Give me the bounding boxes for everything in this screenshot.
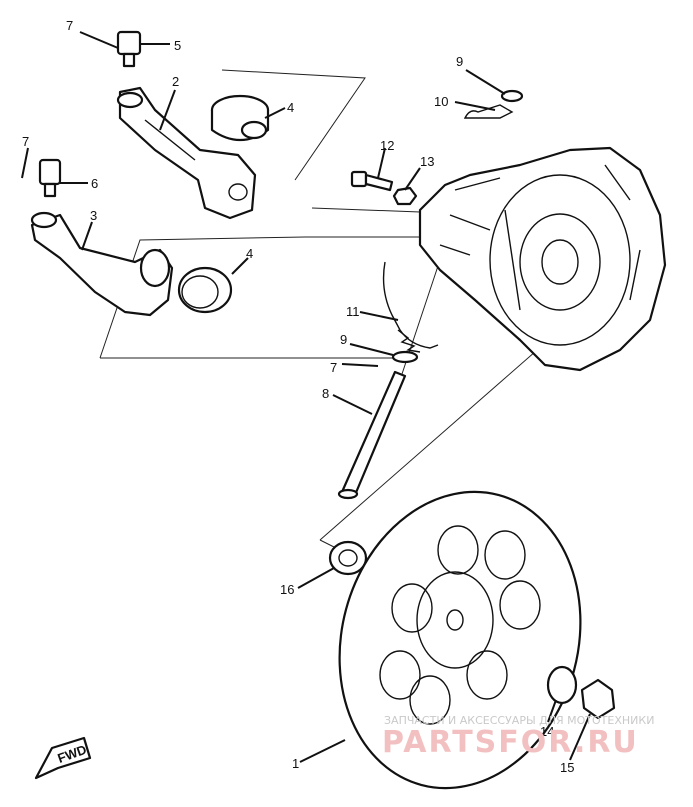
- callout-3: 3: [90, 208, 97, 223]
- callout-12: 12: [380, 138, 394, 153]
- callout-5: 5: [174, 38, 181, 53]
- washer-9-top: [500, 89, 524, 103]
- callout-2: 2: [172, 74, 179, 89]
- callout-4-lower: 4: [246, 246, 253, 261]
- callout-14: 14: [540, 724, 554, 739]
- leader-lines: [21, 31, 591, 763]
- callout-7-top: 7: [66, 18, 73, 33]
- damper-lower: [177, 266, 233, 314]
- callout-15: 15: [560, 760, 574, 775]
- washer-9-mid: [391, 350, 419, 364]
- pivot-pin-lower: [38, 158, 62, 198]
- callout-10: 10: [434, 94, 448, 109]
- callout-7-mid: 7: [330, 360, 337, 375]
- callout-6: 6: [91, 176, 98, 191]
- watermark-subtitle: ЗАПЧАСТИ И АКСЕССУАРЫ ДЛЯ МОТОТЕХНИКИ: [384, 714, 654, 727]
- callout-4-upper: 4: [287, 100, 294, 115]
- spring-10: [463, 104, 514, 119]
- pivot-pin-upper: [116, 30, 142, 68]
- callout-11: 11: [346, 304, 360, 319]
- callout-9-top: 9: [456, 54, 463, 69]
- nut-15: [580, 678, 616, 720]
- washer-16: [328, 540, 368, 576]
- watermark: ЗАПЧАСТИ И АКСЕССУАРЫ ДЛЯ МОТОТЕХНИКИ PA…: [382, 714, 654, 760]
- bolt-12: [350, 170, 394, 192]
- arm-lower: [30, 211, 174, 317]
- damper-upper: [210, 94, 270, 141]
- washer-14: [546, 665, 578, 705]
- forward-arrow: FWD: [34, 736, 92, 780]
- shaft-8: [337, 370, 407, 500]
- watermark-brand: PARTSFOR.RU: [382, 725, 639, 760]
- nut-13: [392, 186, 418, 206]
- callout-13: 13: [420, 154, 434, 169]
- callout-1: 1: [292, 756, 299, 771]
- callout-8: 8: [322, 386, 329, 401]
- callout-9-mid: 9: [340, 332, 347, 347]
- clutch-cover: [418, 146, 667, 372]
- spring-11: [382, 261, 439, 353]
- flywheel-disc: [338, 490, 582, 790]
- callout-labels: 7 5 2 4 7 6 3 4 9 10 12 13 11 9 7 8 16 1…: [22, 18, 574, 775]
- arm-upper: [116, 86, 257, 220]
- callout-7-left: 7: [22, 134, 29, 149]
- callout-16: 16: [280, 582, 294, 597]
